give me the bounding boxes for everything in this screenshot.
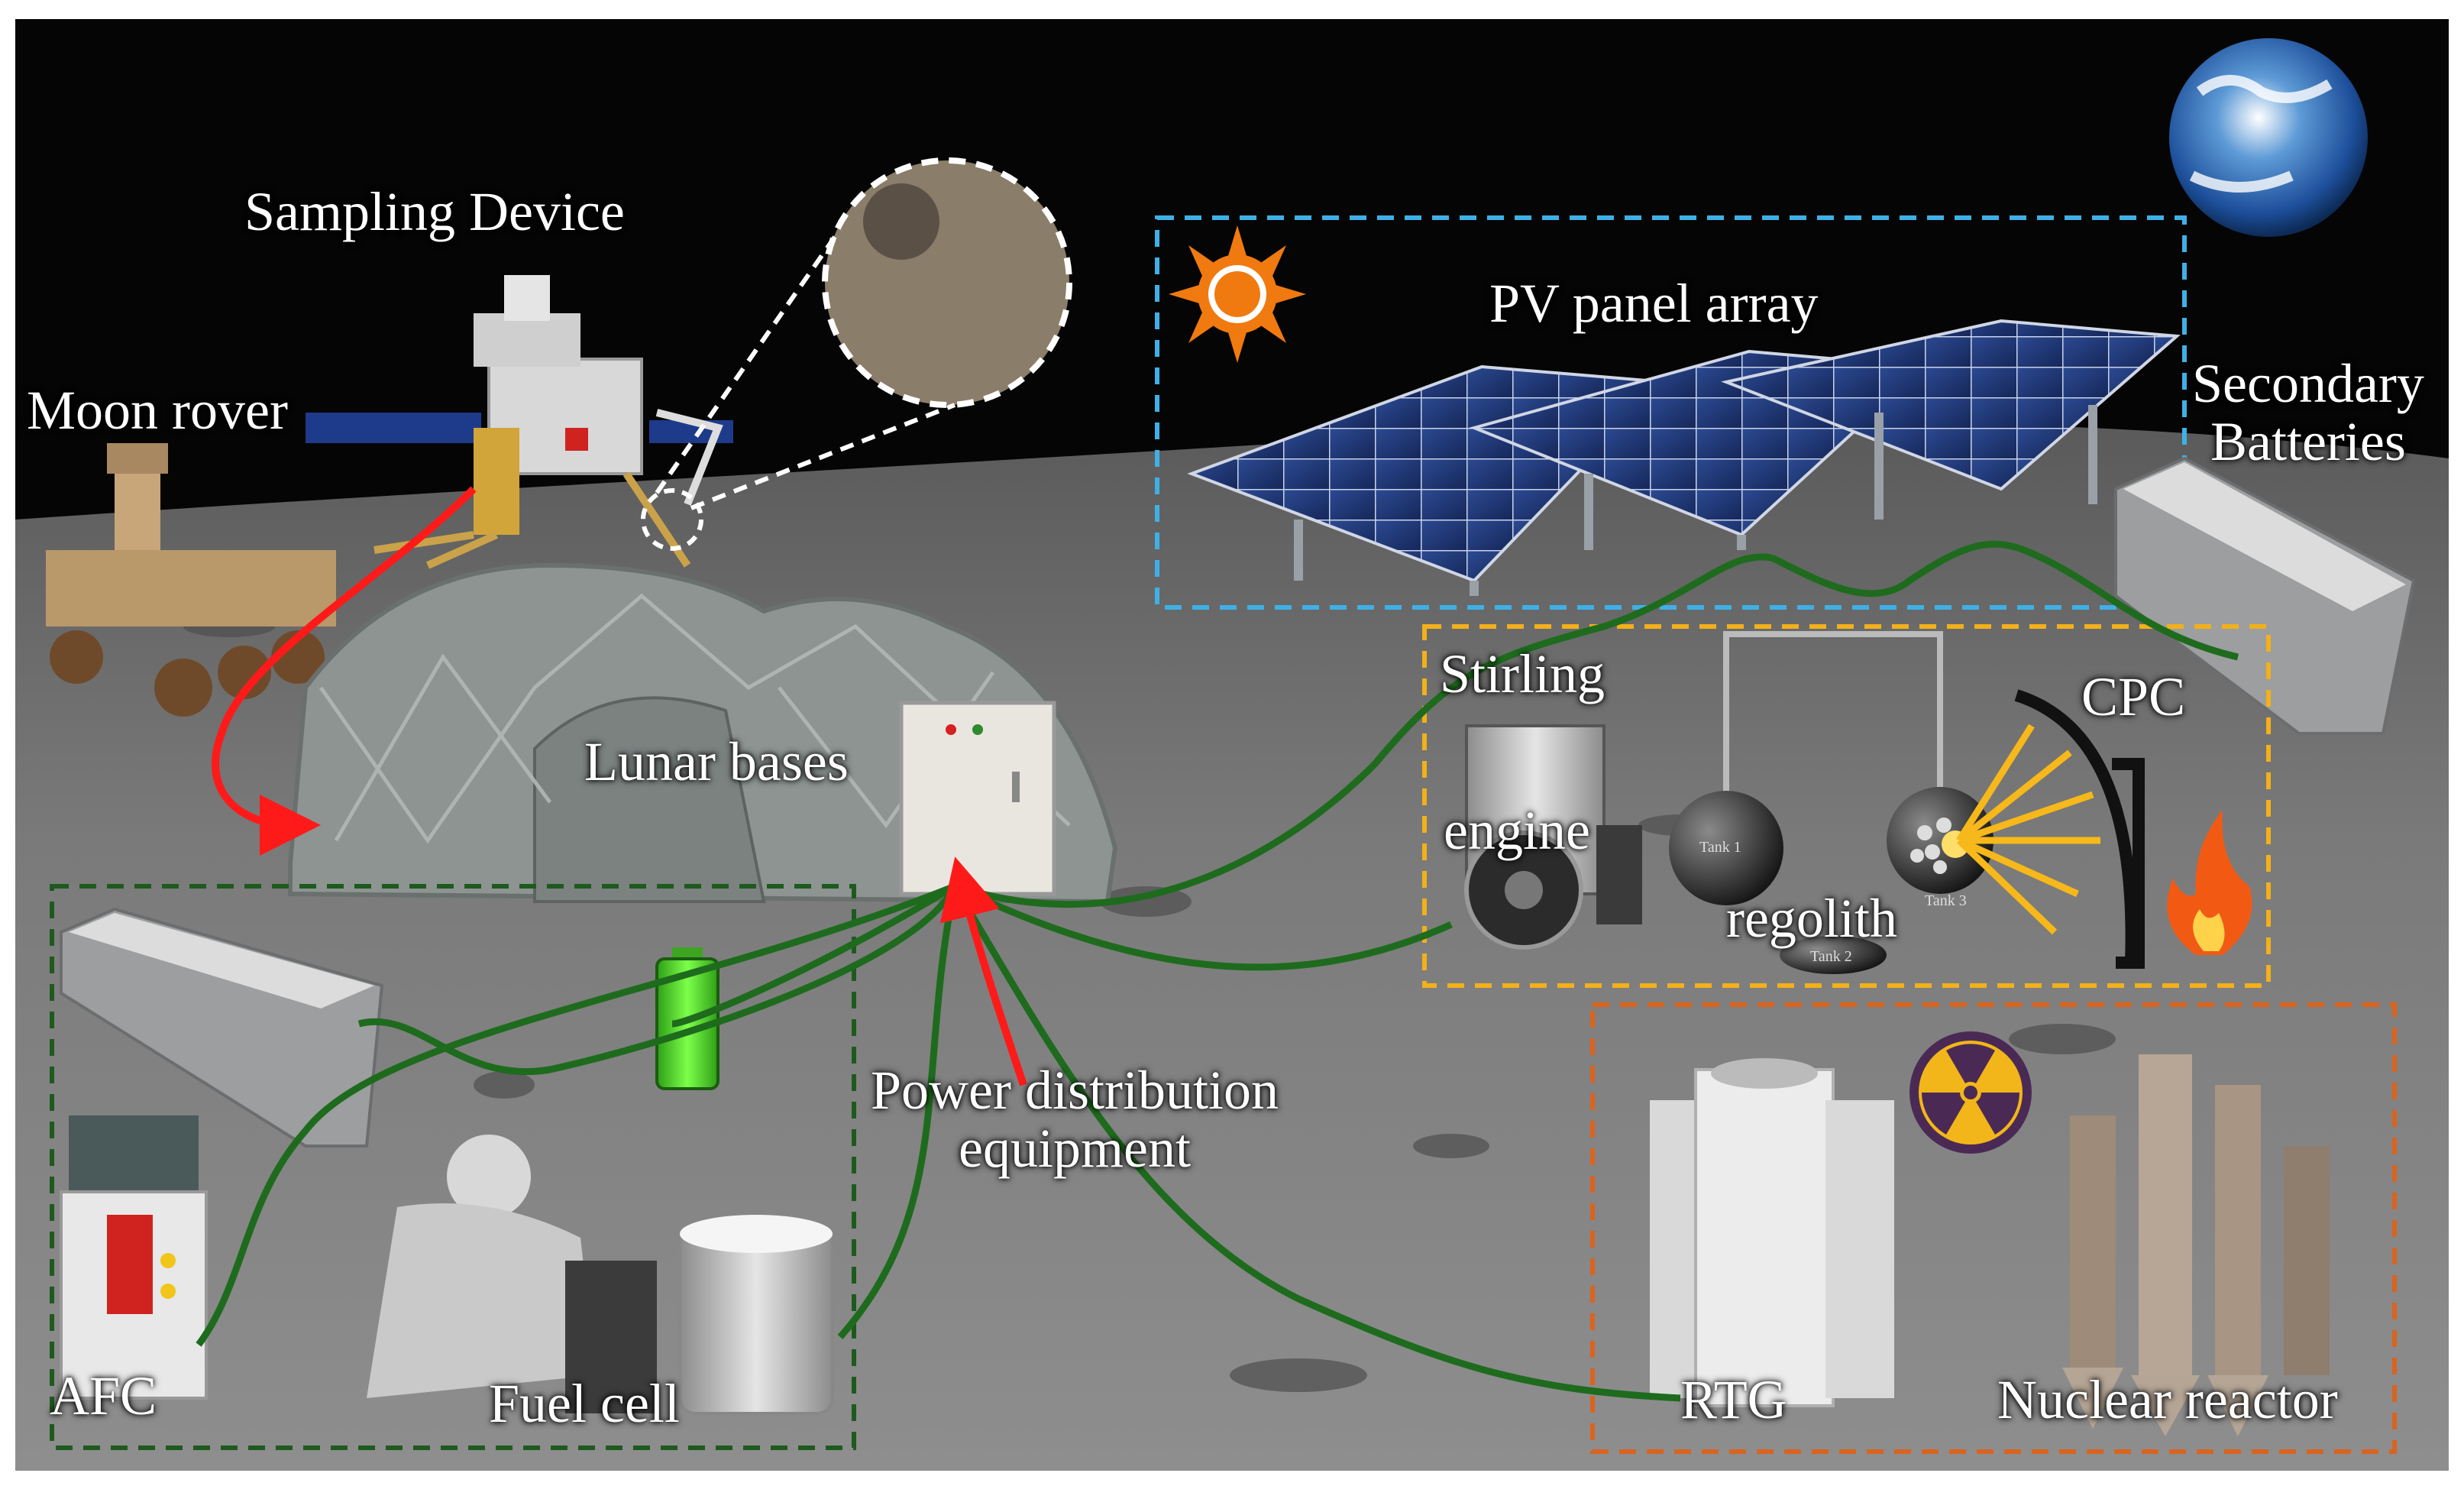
pv-array-boundary	[1155, 215, 2187, 610]
regolith-tanks: Tank 1 Tank 2 Tank 3	[1669, 631, 1994, 974]
label-power-distribution: Power distribution equipment	[871, 1060, 1279, 1179]
flame-icon	[2167, 810, 2252, 955]
label-power-distribution-line1: Power distribution	[871, 1060, 1279, 1121]
label-rtg: RTG	[1680, 1369, 1787, 1430]
tank2-label: Tank 2	[1810, 948, 1852, 965]
label-moon-rover: Moon rover	[27, 380, 288, 441]
stirling-boundary	[1422, 624, 2271, 988]
label-stirling: Stirling	[1440, 643, 1605, 704]
label-power-distribution-line2: equipment	[959, 1117, 1191, 1179]
power-cables	[196, 540, 2239, 1402]
stirling-engine	[1464, 724, 1642, 950]
pv-panel-array	[1187, 319, 2181, 596]
fuel-cell-boundary	[50, 884, 856, 1450]
label-nuclear-reactor: Nuclear reactor	[1997, 1369, 2338, 1430]
moon-rover	[46, 443, 336, 717]
label-fuel-cell: Fuel cell	[489, 1373, 680, 1434]
power-distribution-cabinet	[899, 701, 1056, 896]
astronaut	[367, 1135, 596, 1398]
sampling-device-lander	[306, 275, 733, 569]
rtg-unit	[1650, 1058, 1894, 1407]
earth-clouds	[2189, 75, 2333, 193]
label-secondary-batteries: Secondary Batteries	[2192, 355, 2424, 471]
nuclear-reactor	[2062, 1054, 2330, 1436]
label-sampling-device: Sampling Device	[244, 181, 625, 242]
secondary-battery-pack	[2114, 456, 2416, 735]
label-lunar-bases: Lunar bases	[584, 731, 849, 792]
label-batteries: Batteries	[2210, 410, 2406, 472]
label-pv-panel-array: PV panel array	[1489, 273, 1819, 334]
radiation-icon	[1909, 1031, 2032, 1154]
red-arrows	[212, 486, 1027, 1086]
earth-icon	[2169, 38, 2368, 237]
label-regolith: regolith	[1726, 888, 1897, 949]
label-afc: AFC	[50, 1365, 157, 1426]
battery-pack-left	[60, 907, 384, 1148]
sample-zoom-callout	[641, 157, 1072, 551]
label-engine: engine	[1444, 800, 1590, 861]
tank3-label: Tank 3	[1925, 892, 1967, 909]
tank1-label: Tank 1	[1699, 839, 1741, 856]
nuclear-boundary	[1590, 1002, 2397, 1454]
label-secondary: Secondary	[2192, 353, 2424, 414]
cpc-concentrator	[1956, 689, 2145, 969]
label-cpc: CPC	[2081, 666, 2186, 727]
afc-unit	[60, 1115, 208, 1400]
fuel-cell-canisters	[565, 1215, 834, 1415]
sun-icon	[1169, 225, 1306, 363]
